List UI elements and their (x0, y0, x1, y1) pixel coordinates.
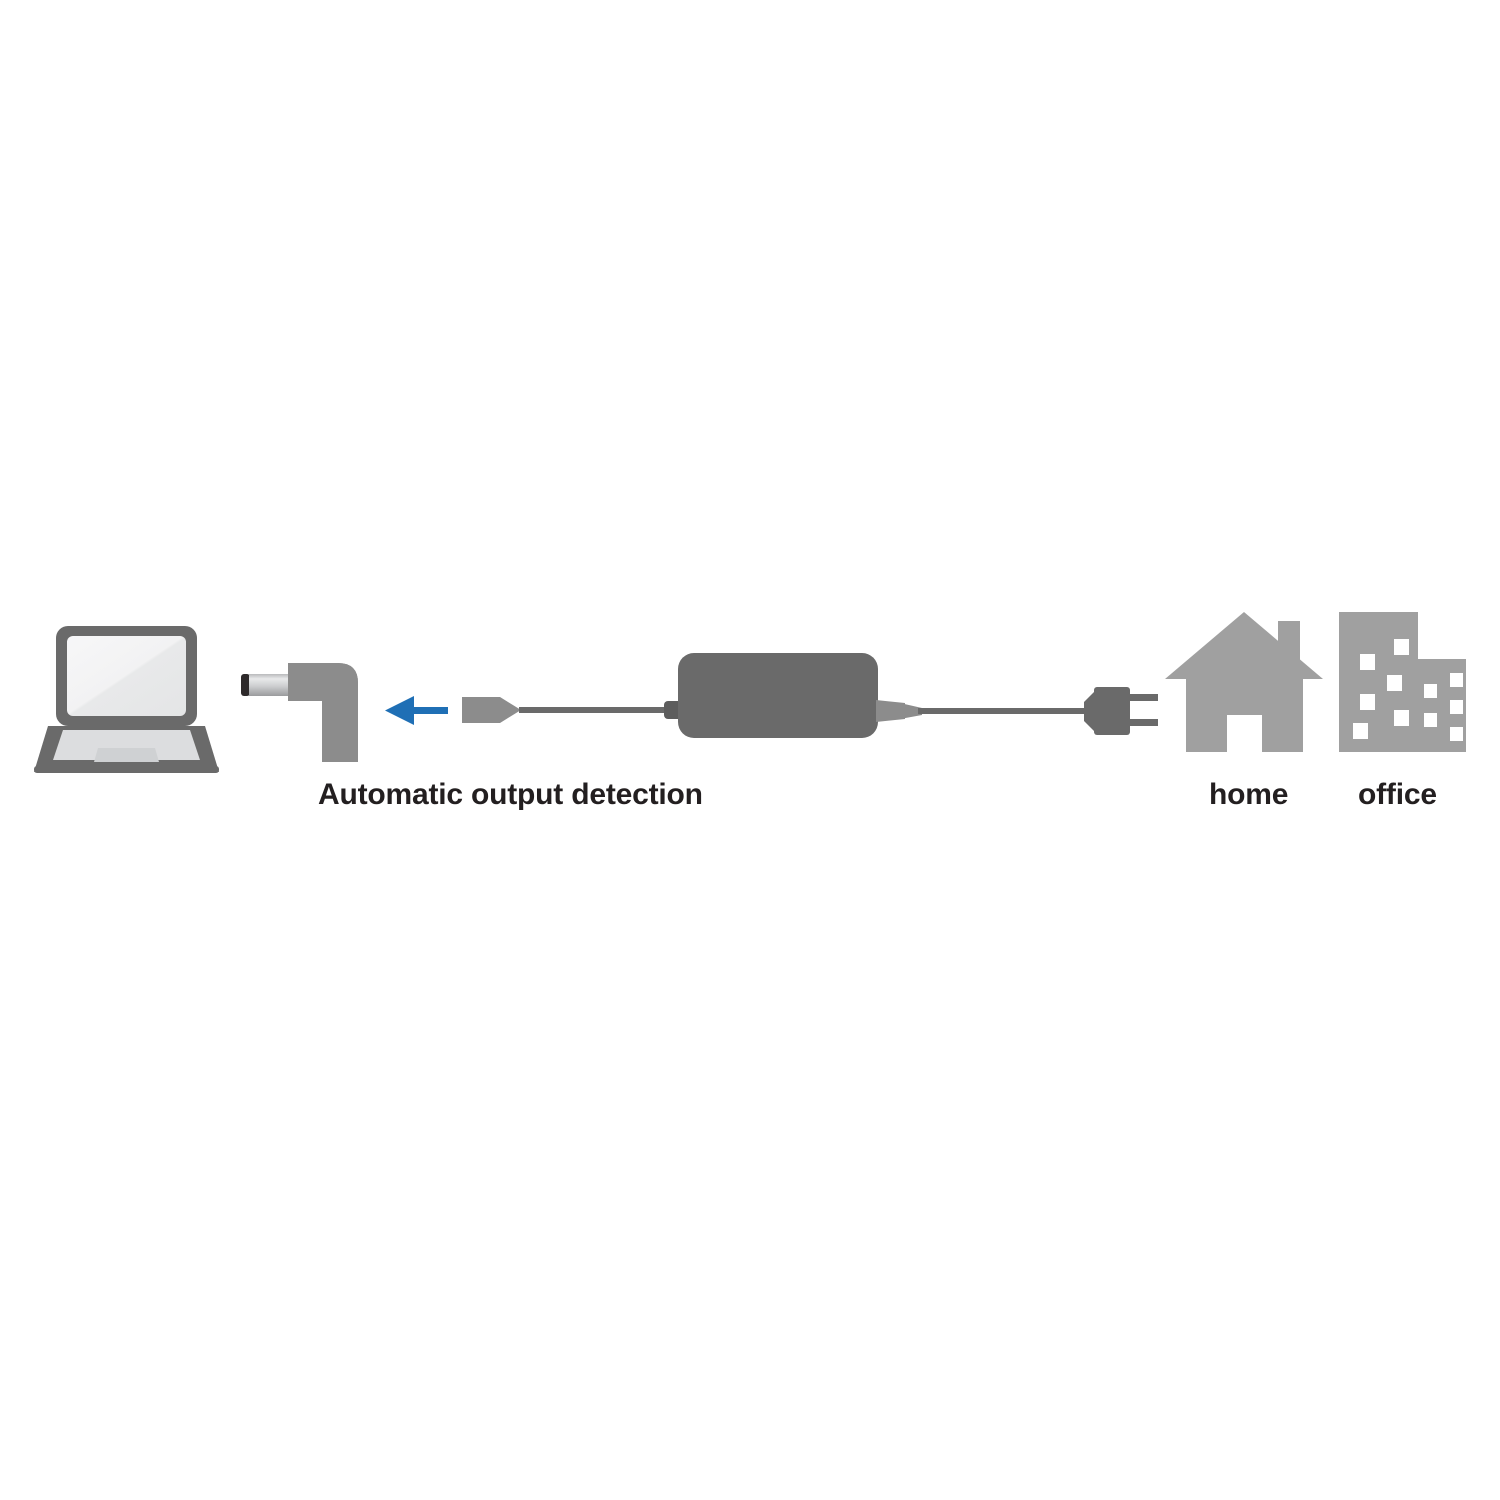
output-cable (519, 707, 674, 713)
home-label: home (1209, 778, 1289, 811)
office-buildings-icon (1339, 612, 1466, 752)
office-window (1387, 675, 1402, 691)
dc-connector-tip (241, 674, 250, 696)
office-window (1424, 713, 1437, 727)
office-window (1424, 684, 1437, 698)
office-window (1450, 727, 1463, 741)
output-tip-taper (500, 697, 521, 723)
ac-plug-pin-bottom (1130, 719, 1158, 726)
ac-plug-body (1094, 687, 1130, 735)
power-brick (678, 653, 878, 738)
office-label: office (1358, 778, 1437, 811)
ac-plug-pin-top (1130, 694, 1158, 701)
house-door (1227, 715, 1262, 752)
office-tower-left (1339, 612, 1418, 752)
office-window (1394, 710, 1409, 726)
house-icon (1165, 612, 1323, 752)
mains-cable (918, 708, 1088, 714)
dc-connector-elbow (288, 663, 358, 701)
interchangeable-tip-icon (462, 697, 521, 723)
dc-connector-barrel (249, 674, 291, 696)
office-window (1394, 639, 1409, 655)
office-window (1450, 673, 1463, 687)
flow-arrow-head (385, 696, 414, 725)
ac-plug-neck (1084, 690, 1096, 733)
office-window (1360, 654, 1375, 670)
flow-arrow-icon (385, 696, 448, 725)
laptop-icon (34, 626, 219, 773)
office-window (1353, 723, 1368, 739)
house-roof (1165, 612, 1323, 679)
flow-arrow-shaft (408, 707, 448, 714)
dc-connector-icon (241, 663, 358, 762)
mains-strain-relief (876, 700, 905, 722)
ac-plug-icon (1084, 687, 1158, 735)
mains-strain-relief-taper (900, 703, 922, 719)
office-window (1360, 694, 1375, 710)
output-tip-block (462, 697, 500, 723)
laptop-front-lip (34, 766, 219, 773)
laptop-touchpad (94, 748, 159, 762)
laptop-keyboard-deck (53, 730, 200, 760)
auto-detect-label: Automatic output detection (318, 778, 703, 811)
office-window (1450, 700, 1463, 714)
laptop-screen-display (67, 636, 186, 716)
